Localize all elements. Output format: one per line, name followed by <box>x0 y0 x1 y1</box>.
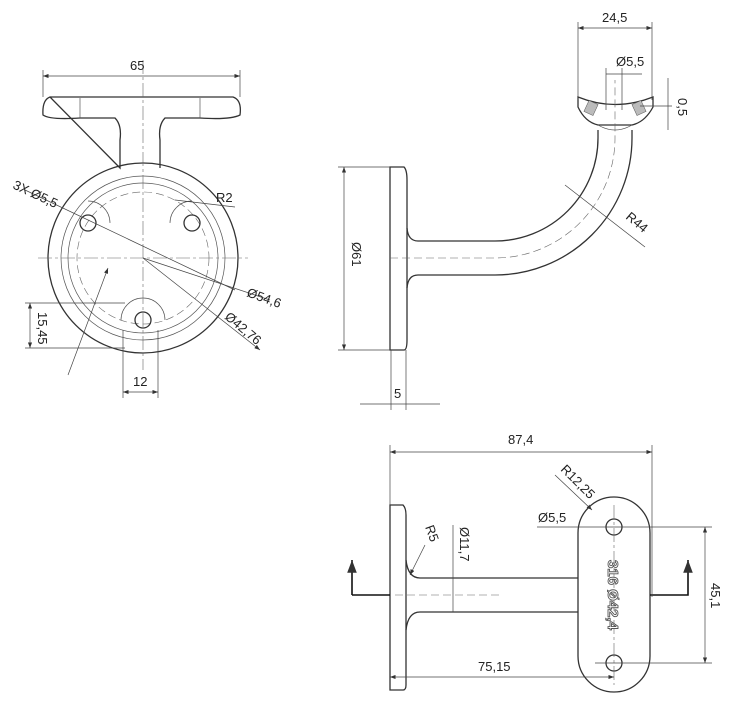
dim-base-dia: Ø61 <box>349 242 364 267</box>
section-hatch <box>583 100 599 116</box>
dim-hole-dia: Ø5,5 <box>616 54 644 69</box>
dim-hole-spacing: 45,1 <box>708 583 723 608</box>
side-view: 24,5 Ø5,5 0,5 R44 Ø61 5 <box>338 10 690 410</box>
dim-depth: 0,5 <box>675 98 690 116</box>
leader <box>142 257 271 301</box>
engraving-text: 316 Ø42,4 <box>604 560 621 631</box>
dim-reach: 75,15 <box>478 659 511 674</box>
dim-slot: 12 <box>133 374 147 389</box>
dim-base-thickness: 5 <box>394 386 401 401</box>
mounting-plate-outline <box>42 96 241 170</box>
section-arrow-right <box>650 560 693 596</box>
front-view: 65 3X Ø5,5 R2 Ø54,6 Ø42,76 15,45 12 <box>11 58 283 398</box>
leader <box>554 474 593 511</box>
dim-hole-dia-top: Ø5,5 <box>538 510 566 525</box>
arm-pipe <box>406 130 633 289</box>
dim-inner-dia: Ø42,76 <box>222 309 264 348</box>
dim-saddle-radius: R12,25 <box>558 462 598 502</box>
dim-saddle-width: 24,5 <box>602 10 627 25</box>
base-plate-side <box>389 166 408 351</box>
dim-radius: R2 <box>216 190 233 205</box>
mount-hole <box>79 214 97 232</box>
dim-pipe-dia: Ø11,7 <box>457 527 472 561</box>
slot-outlines <box>87 200 193 321</box>
leader <box>142 257 261 351</box>
dim-outer-dia: Ø54,6 <box>245 285 283 311</box>
mount-hole <box>183 214 201 232</box>
arm-centerline <box>390 80 616 259</box>
dim-width: 65 <box>130 58 144 73</box>
leader <box>174 199 236 208</box>
dim-holes: 3X Ø5,5 <box>11 177 61 211</box>
base-plate-top <box>389 504 407 691</box>
section-arrow-left <box>352 560 390 596</box>
top-view: 316 Ø42,4 87,4 R12,25 Ø5,5 R5 Ø11,7 45,1… <box>352 432 723 693</box>
leader <box>409 544 426 576</box>
leader <box>24 189 236 291</box>
saddle <box>577 96 654 126</box>
dim-bend-radius: R44 <box>623 209 651 236</box>
mount-hole <box>134 311 152 329</box>
dim-fillet: R5 <box>422 523 442 544</box>
dim-offset: 15,45 <box>35 312 50 345</box>
dim-overall-length: 87,4 <box>508 432 533 447</box>
leader <box>67 267 109 376</box>
leader <box>564 184 646 248</box>
